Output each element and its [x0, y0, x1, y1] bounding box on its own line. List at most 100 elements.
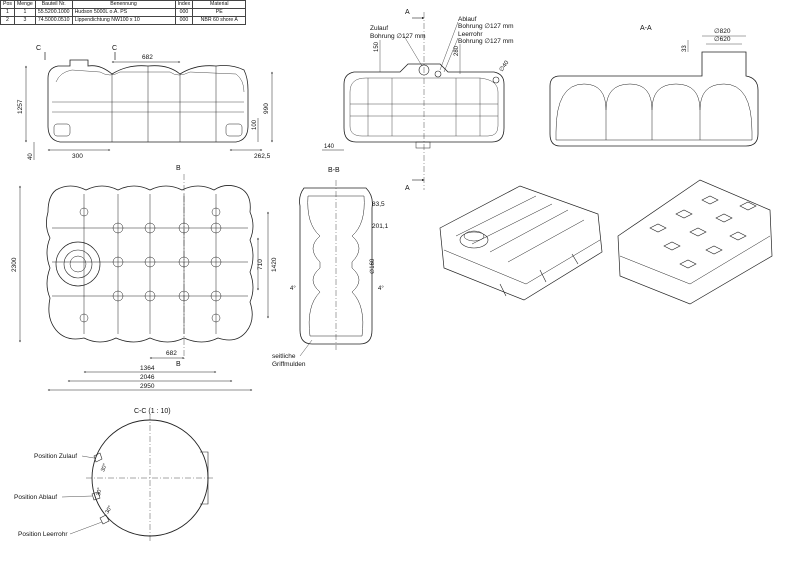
iso-ribs [443, 195, 601, 285]
port-zulauf [93, 452, 103, 463]
boss [211, 207, 221, 217]
dim-990: 990 [263, 103, 270, 114]
label-griffmulden-2: Griffmulden [272, 361, 306, 368]
label-leerrohr-bohrung: Bohrung ∅127 mm [458, 38, 514, 45]
dim-4-left: 4° [290, 286, 296, 292]
dim-4-right: 4° [378, 286, 384, 292]
label-zulauf-bohrung: Bohrung ∅127 mm [370, 33, 426, 40]
boss [112, 256, 124, 268]
dim-100: 100 [252, 119, 258, 130]
dim-710: 710 [257, 259, 264, 270]
iso-feet [649, 195, 757, 269]
leader-line [443, 37, 459, 73]
section-line-c [44, 52, 116, 60]
label-position-zulauf: Position Zulauf [34, 453, 77, 460]
side-view: A A Zulauf Bohrung ∅127 mm Ablauf Bohrun… [322, 9, 514, 192]
outlet-port [434, 70, 442, 78]
handle [53, 123, 71, 137]
boss [112, 290, 124, 302]
rib [111, 66, 217, 142]
boss-grid [79, 207, 222, 323]
boss [112, 222, 124, 234]
dim-33: 33 [682, 45, 688, 52]
iso-dome [463, 230, 485, 242]
inner-outline [349, 77, 499, 137]
boss [79, 207, 89, 217]
dim-620: ∅620 [714, 36, 731, 43]
label-position-ablauf: Position Ablauf [14, 494, 57, 501]
section-label-a: A [405, 9, 410, 16]
leader-line [69, 521, 103, 535]
dim-682-top: 682 [166, 350, 177, 357]
rib [52, 101, 244, 113]
label-ablauf: Ablauf [458, 16, 477, 23]
leader-line [439, 21, 459, 71]
dim-201: 201,1 [372, 223, 389, 230]
tank-section-aa [549, 51, 759, 147]
section-label-b: B [176, 165, 181, 172]
tank-section-bb [299, 187, 373, 345]
section-cc: C-C (1 : 10) Position Zulauf Position Ab… [14, 408, 214, 542]
cell: 2 [0, 16, 15, 25]
tank-outline-top [46, 185, 254, 343]
iso-tank-top [439, 185, 603, 301]
dim-150: 150 [374, 41, 380, 52]
section-bb: B-B 83,5 201,1 ∅160 4° 4° seitliche Grif… [272, 167, 389, 368]
tank-outline-side [343, 63, 505, 143]
section-label-a: A [405, 185, 410, 192]
inspection-opening [63, 249, 93, 279]
view-label-bb: B-B [328, 167, 340, 174]
boss [144, 290, 156, 302]
handle [225, 123, 243, 137]
inner-chambers [555, 83, 753, 141]
parts-list-table: Pos Menge Bauteil Nr. Benennung Index Ma… [0, 0, 247, 25]
boss [210, 256, 222, 268]
rib [350, 78, 498, 136]
rib [52, 227, 248, 297]
boss [144, 222, 156, 234]
label-position-leerrohr: Position Leerrohr [18, 531, 68, 538]
inner-chambers [605, 110, 701, 140]
view-label-cc: C-C (1 : 10) [134, 408, 171, 415]
iso-ribs [619, 235, 771, 285]
dim-140: 140 [324, 144, 335, 150]
iso-foot [679, 231, 747, 269]
leader-line [403, 35, 423, 67]
parts-list-header: Pos Menge Bauteil Nr. Benennung Index Ma… [0, 0, 247, 9]
label-griffmulden-1: seitliche [272, 353, 296, 360]
iso-dome [459, 231, 489, 249]
iso-tank-bottom [617, 179, 773, 305]
iso-foot [649, 195, 719, 233]
dim-160: ∅160 [369, 258, 376, 274]
dim-300: 300 [72, 153, 83, 160]
dim-1257: 1257 [17, 99, 24, 114]
iso-handles [499, 253, 579, 297]
boss [144, 256, 156, 268]
dim-83: 83,5 [372, 201, 385, 208]
label-leerrohr: Leerrohr [458, 31, 483, 38]
section-label-c: C [112, 45, 117, 52]
bottom-boss [415, 141, 431, 149]
inspection-opening [69, 255, 87, 273]
boss [79, 313, 89, 323]
dim-682-front: 682 [142, 54, 153, 61]
dim-280: 280 [454, 45, 460, 56]
leader-line [61, 495, 93, 498]
dim-40-front: 40 [28, 153, 34, 160]
boss [210, 290, 222, 302]
port-ablauf [91, 491, 101, 501]
dim-2950: 2950 [140, 383, 155, 390]
isometric-view-bottom [617, 179, 773, 305]
section-label-c: C [36, 45, 41, 52]
boss [211, 313, 221, 323]
label-zulauf: Zulauf [370, 25, 388, 32]
boss [210, 222, 222, 234]
dim-820: ∅820 [714, 28, 731, 35]
label-ablauf-bohrung: Bohrung ∅127 mm [458, 23, 514, 30]
tank-outline-front [47, 59, 249, 143]
cell: NBR 60 shore A [192, 16, 247, 25]
section-label-b: B [176, 361, 181, 368]
inspection-opening [55, 241, 101, 287]
angle-3: 30° [105, 505, 114, 515]
